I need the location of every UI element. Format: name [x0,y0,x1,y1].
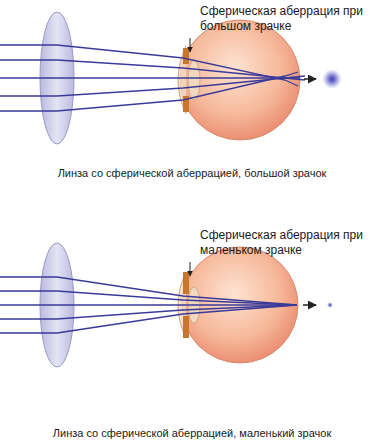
callout-label: Сферическая аберрация при большом зрачке [200,4,380,34]
panel-caption: Линза со сферической аберрацией, маленьк… [0,426,384,441]
panel-caption: Линза со сферической аберрацией, большой… [0,166,384,181]
callout-label: Сферическая аберрация при маленьком зрач… [200,228,380,258]
bottom-panel [0,243,333,367]
